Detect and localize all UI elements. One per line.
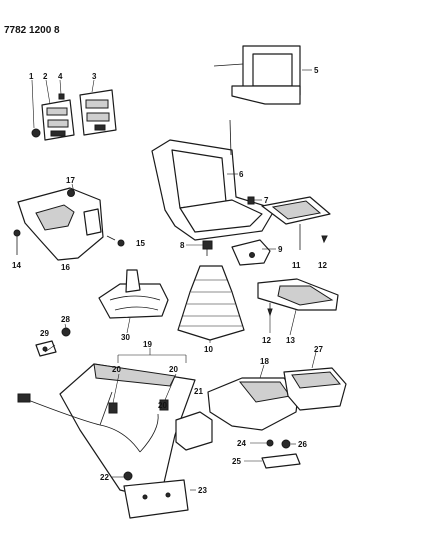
part-5-bezel-frame — [213, 45, 301, 105]
callout-11: 11 — [292, 261, 301, 270]
callout-5: 5 — [314, 66, 319, 75]
callout-8: 8 — [180, 241, 185, 250]
part-28-bulb — [61, 327, 71, 337]
part-16-side-panel — [17, 187, 104, 261]
part-22-screw — [123, 471, 133, 481]
part-29-socket — [35, 340, 57, 357]
part-27-storage-box — [283, 367, 347, 411]
part-26-nut — [281, 439, 291, 449]
callout-19: 19 — [143, 340, 152, 349]
callout-12-upper: 12 — [318, 261, 327, 270]
part-7-screw — [247, 196, 255, 205]
part-10-shift-boot — [177, 265, 245, 341]
callout-20-left: 20 — [112, 365, 121, 374]
leader-lines — [31, 69, 317, 491]
part-21-ashtray — [175, 411, 213, 451]
callout-24: 24 — [237, 439, 246, 448]
callout-numbers: 1 2 3 4 5 6 7 8 9 10 11 12 12 13 14 15 1… — [12, 66, 327, 495]
part-23-bracket — [123, 479, 189, 519]
callout-10: 10 — [204, 345, 213, 354]
callout-22: 22 — [100, 473, 109, 482]
callout-30: 30 — [121, 333, 130, 342]
callout-6: 6 — [239, 170, 244, 179]
callout-18: 18 — [260, 357, 269, 366]
part-8-bolt — [202, 240, 213, 256]
floor-console-base — [17, 363, 196, 501]
callout-13: 13 — [286, 336, 295, 345]
callout-3: 3 — [92, 72, 97, 81]
callout-2: 2 — [43, 72, 48, 81]
part-15-screw — [106, 235, 125, 247]
callout-20-lower: 20 — [158, 401, 167, 410]
part-9-bracket — [231, 239, 271, 266]
part-6-console-body — [151, 119, 276, 241]
part-12-clip-lower — [267, 303, 273, 317]
part-30-shift-knob-boot — [98, 269, 169, 319]
part-4-clip — [58, 93, 65, 100]
drawing-code: 7782 1200 8 — [4, 25, 60, 36]
callout-7: 7 — [264, 196, 269, 205]
part-11-tray — [261, 196, 331, 250]
part-25-bracket — [261, 453, 301, 469]
callout-15: 15 — [136, 239, 145, 248]
callout-27: 27 — [314, 345, 323, 354]
part-12-clip-upper — [321, 235, 328, 244]
callout-17: 17 — [66, 176, 75, 185]
callout-12-lower: 12 — [262, 336, 271, 345]
callout-23: 23 — [198, 486, 207, 495]
callout-16: 16 — [61, 263, 70, 272]
part-24-screw — [266, 439, 274, 447]
callout-4: 4 — [58, 72, 63, 81]
callout-20-right: 20 — [169, 365, 178, 374]
callout-28: 28 — [61, 315, 70, 324]
part-1-screw — [31, 128, 41, 138]
callout-21: 21 — [194, 387, 203, 396]
part-14-screw — [13, 229, 21, 255]
callout-26: 26 — [298, 440, 307, 449]
part-18-rear-console — [207, 377, 299, 431]
callout-9: 9 — [278, 245, 283, 254]
callout-1: 1 — [29, 72, 34, 81]
part-13-tray-plate — [257, 278, 339, 311]
part-2-switch-bracket — [41, 99, 75, 141]
callout-25: 25 — [232, 457, 241, 466]
callout-14: 14 — [12, 261, 21, 270]
part-3-switch-panel — [79, 89, 117, 136]
callout-29: 29 — [40, 329, 49, 338]
